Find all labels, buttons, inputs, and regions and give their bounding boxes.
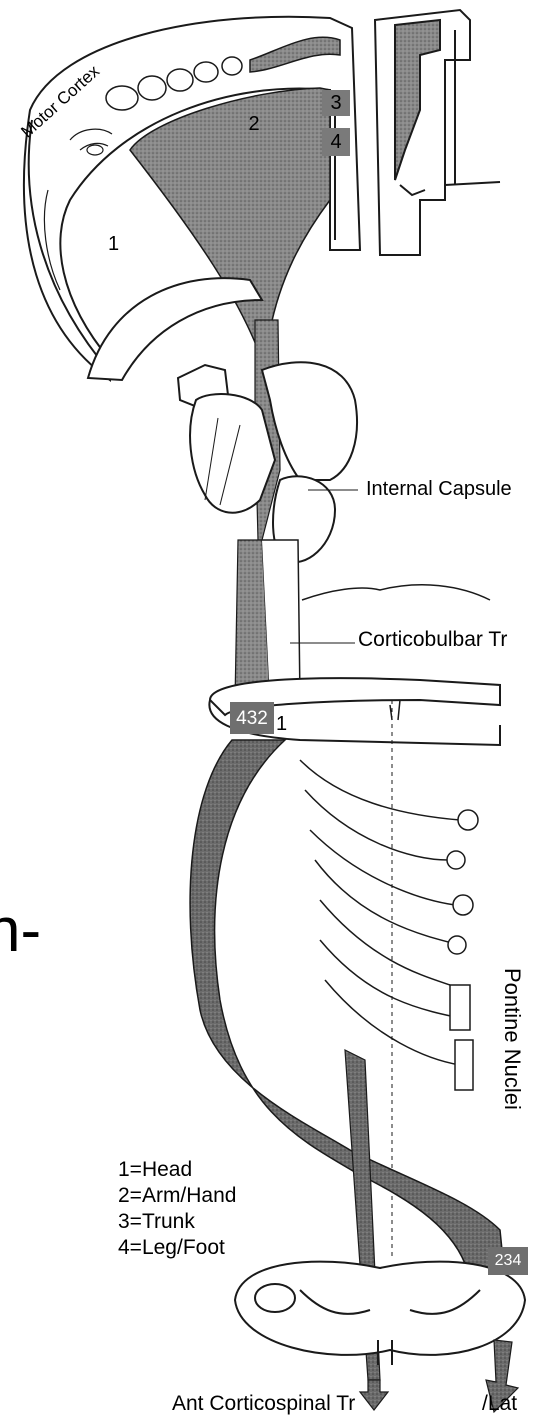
legend: 1=Head 2=Arm/Hand 3=Trunk 4=Leg/Foot bbox=[118, 1157, 236, 1261]
legend-item-leg-foot: 4=Leg/Foot bbox=[118, 1235, 236, 1261]
pontine-nuclei-text: Pontine Nuclei bbox=[499, 968, 525, 1110]
cortex-number-4: 4 bbox=[322, 128, 350, 156]
partial-left-text: n- bbox=[0, 900, 41, 962]
lat-label: /Lat bbox=[482, 1393, 517, 1414]
capsule-number-box: 432 bbox=[230, 702, 274, 734]
pontine-nuclei-label: Pontine Nuclei bbox=[497, 968, 527, 1248]
medial-cortex-slab bbox=[375, 10, 500, 255]
legend-item-trunk: 3=Trunk bbox=[118, 1209, 236, 1235]
pontine-fibers bbox=[300, 700, 478, 1090]
ant-corticospinal-label: Ant Corticospinal Tr bbox=[172, 1393, 355, 1414]
cortex-number-3: 3 bbox=[322, 90, 350, 116]
cortex-number-2: 2 bbox=[240, 110, 268, 138]
capsule-number-1: 1 bbox=[276, 714, 287, 734]
corticobulbar-label: Corticobulbar Tr bbox=[358, 629, 507, 650]
legend-item-head: 1=Head bbox=[118, 1157, 236, 1183]
cortex-number-1: 1 bbox=[108, 234, 119, 254]
inner-arch bbox=[88, 278, 262, 380]
internal-capsule-label: Internal Capsule bbox=[366, 479, 512, 499]
basal-ganglia bbox=[178, 362, 357, 562]
spinal-cord bbox=[235, 1262, 525, 1365]
cerebellum-outline bbox=[302, 585, 490, 600]
spinal-number-box: 234 bbox=[488, 1247, 528, 1275]
legend-item-arm-hand: 2=Arm/Hand bbox=[118, 1183, 236, 1209]
